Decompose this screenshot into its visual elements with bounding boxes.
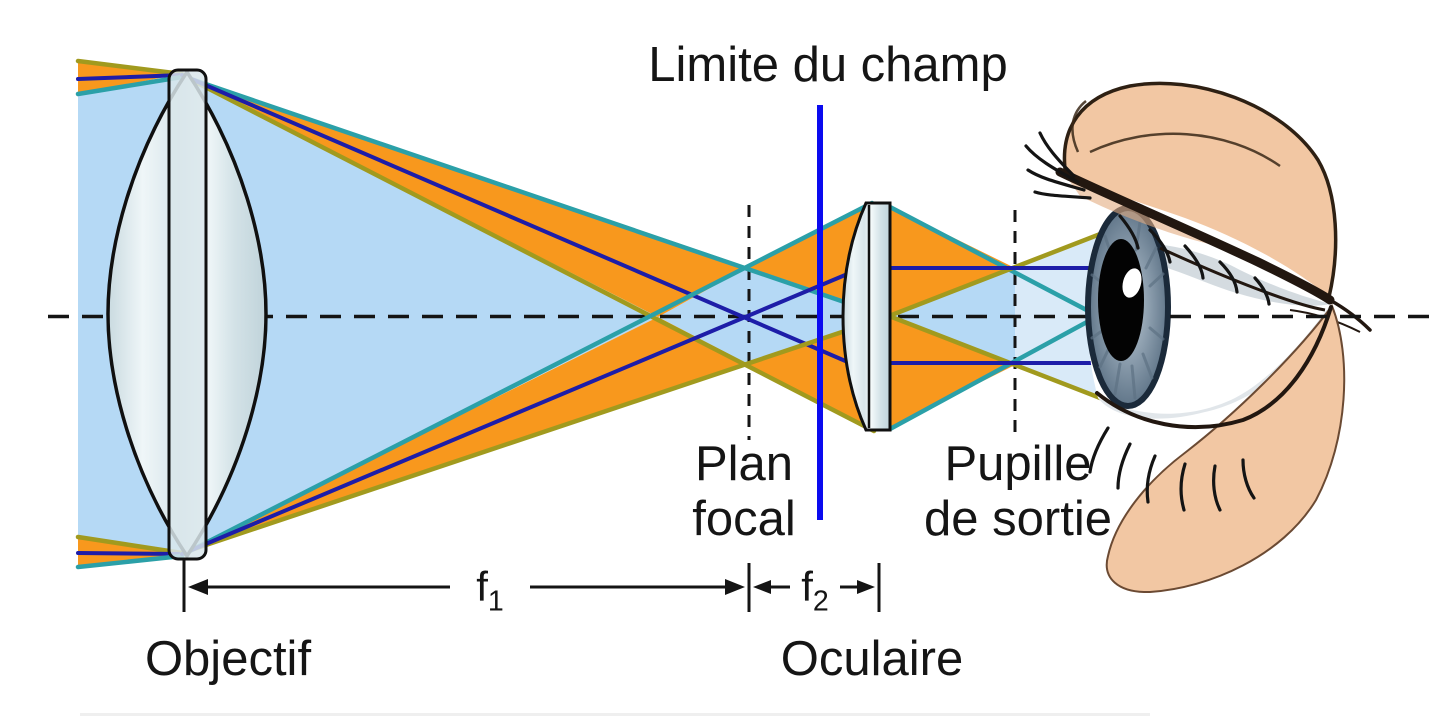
f2-arrow-left — [753, 580, 771, 594]
dimension-lines — [182, 560, 881, 612]
f2-arrow-right — [857, 580, 875, 594]
ray-teal-exit-bottom — [887, 313, 1101, 432]
ray-blue-in-top — [76, 73, 184, 81]
eye-upper-lash-line — [1055, 167, 1335, 305]
eye-pupil — [1098, 239, 1144, 361]
f1-arrow-left — [188, 579, 208, 595]
eyepiece-lens — [841, 201, 892, 432]
ray-olive-exit-bottom — [886, 313, 1111, 404]
eye-upper-lid-crease — [1089, 132, 1281, 168]
objective-label: Objectif — [144, 632, 312, 686]
eye-upper-lashes — [1024, 131, 1271, 306]
eyepiece-label: Oculaire — [780, 632, 964, 686]
bottom-artifact — [80, 713, 1150, 716]
f2-label: f2 — [801, 563, 829, 616]
eye-lower-lash-line — [1095, 305, 1333, 430]
eye-upper-lid-crease-left — [1071, 100, 1087, 153]
f1-arrow-right — [725, 579, 745, 595]
exit-pupil-label: Pupille de sortie — [924, 437, 1112, 547]
f1-label: f1 — [476, 563, 504, 616]
focal-plane-label: Plan focal — [692, 437, 796, 547]
eye-upper-lid-outline — [1062, 81, 1338, 298]
ray-teal-in-bottom — [75, 553, 185, 570]
ray-blue-from-bottom — [180, 268, 859, 556]
rays — [75, 58, 1111, 570]
f2-label-sub: 2 — [812, 585, 829, 618]
eye-illustration — [1024, 81, 1372, 594]
eye-inner-corner-tail — [1328, 298, 1372, 332]
eye-pupil-highlight — [1122, 268, 1142, 298]
ray-teal-from-bottom — [179, 200, 875, 558]
f2-label-base: f — [801, 563, 813, 610]
ray-olive-from-top — [179, 72, 877, 434]
f1-label-sub: 1 — [487, 585, 504, 618]
exit-pupil-label-line1: Pupille — [944, 437, 1092, 491]
ray-teal-in-top — [75, 74, 185, 97]
focal-plane-label-line2: focal — [692, 491, 796, 546]
ray-blue-in-bottom — [76, 551, 184, 556]
f1-label-base: f — [476, 563, 488, 610]
focal-plane-label-line1: Plan — [694, 437, 794, 491]
ray-olive-in-bottom — [75, 534, 185, 556]
exit-orange-upper — [889, 206, 1015, 316]
ray-olive-in-top — [75, 58, 185, 77]
eye-lid-margin-line — [1159, 246, 1326, 312]
exit-pupil-label-line2: de sortie — [924, 491, 1112, 546]
field-limit-label: Limite du champ — [648, 38, 1008, 92]
eyepiece-lens-body — [841, 201, 892, 432]
ray-olive-exit-top — [886, 228, 1111, 319]
ray-olive-from-bottom — [179, 324, 860, 556]
objective-lens — [106, 68, 268, 561]
exit-orange-lower — [889, 316, 1015, 428]
objective-lens-core — [167, 68, 208, 561]
eye-lower-lashes — [1088, 426, 1256, 512]
ray-teal-exit-top — [887, 204, 1101, 319]
